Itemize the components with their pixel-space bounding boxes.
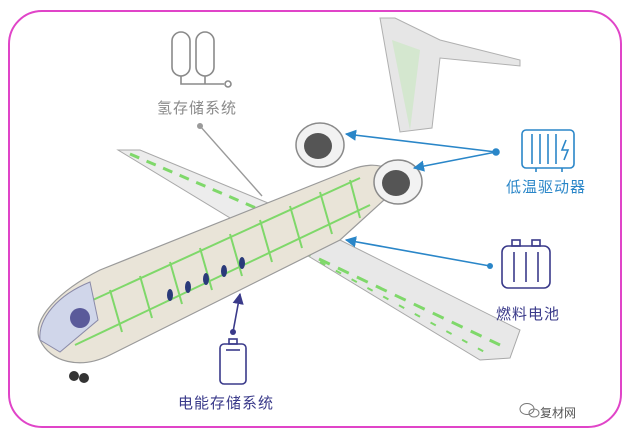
low-temp-drive-label: 低温驱动器	[506, 178, 587, 196]
tail-fin	[379, 17, 521, 133]
fuel-cell-icon	[501, 239, 551, 289]
battery-arrow	[230, 292, 244, 335]
motor-arrows	[344, 129, 500, 172]
engine-upper	[295, 122, 345, 168]
fuel-cell-arrow	[344, 236, 493, 269]
battery-icon	[219, 338, 247, 385]
engine-lower	[373, 159, 423, 205]
hydrogen-storage-label: 氢存储系统	[157, 99, 238, 117]
hydrogen-tanks-icon	[171, 31, 232, 88]
fuselage	[37, 164, 397, 383]
electric-motor-icon	[521, 129, 575, 172]
watermark-text: 复材网	[540, 406, 577, 420]
wechat-icon	[519, 403, 540, 418]
fuel-cell-label: 燃料电池	[496, 305, 561, 323]
hydrogen-pointer	[197, 123, 263, 197]
battery-storage-label: 电能存储系统	[178, 394, 275, 412]
right-wing	[288, 239, 521, 361]
